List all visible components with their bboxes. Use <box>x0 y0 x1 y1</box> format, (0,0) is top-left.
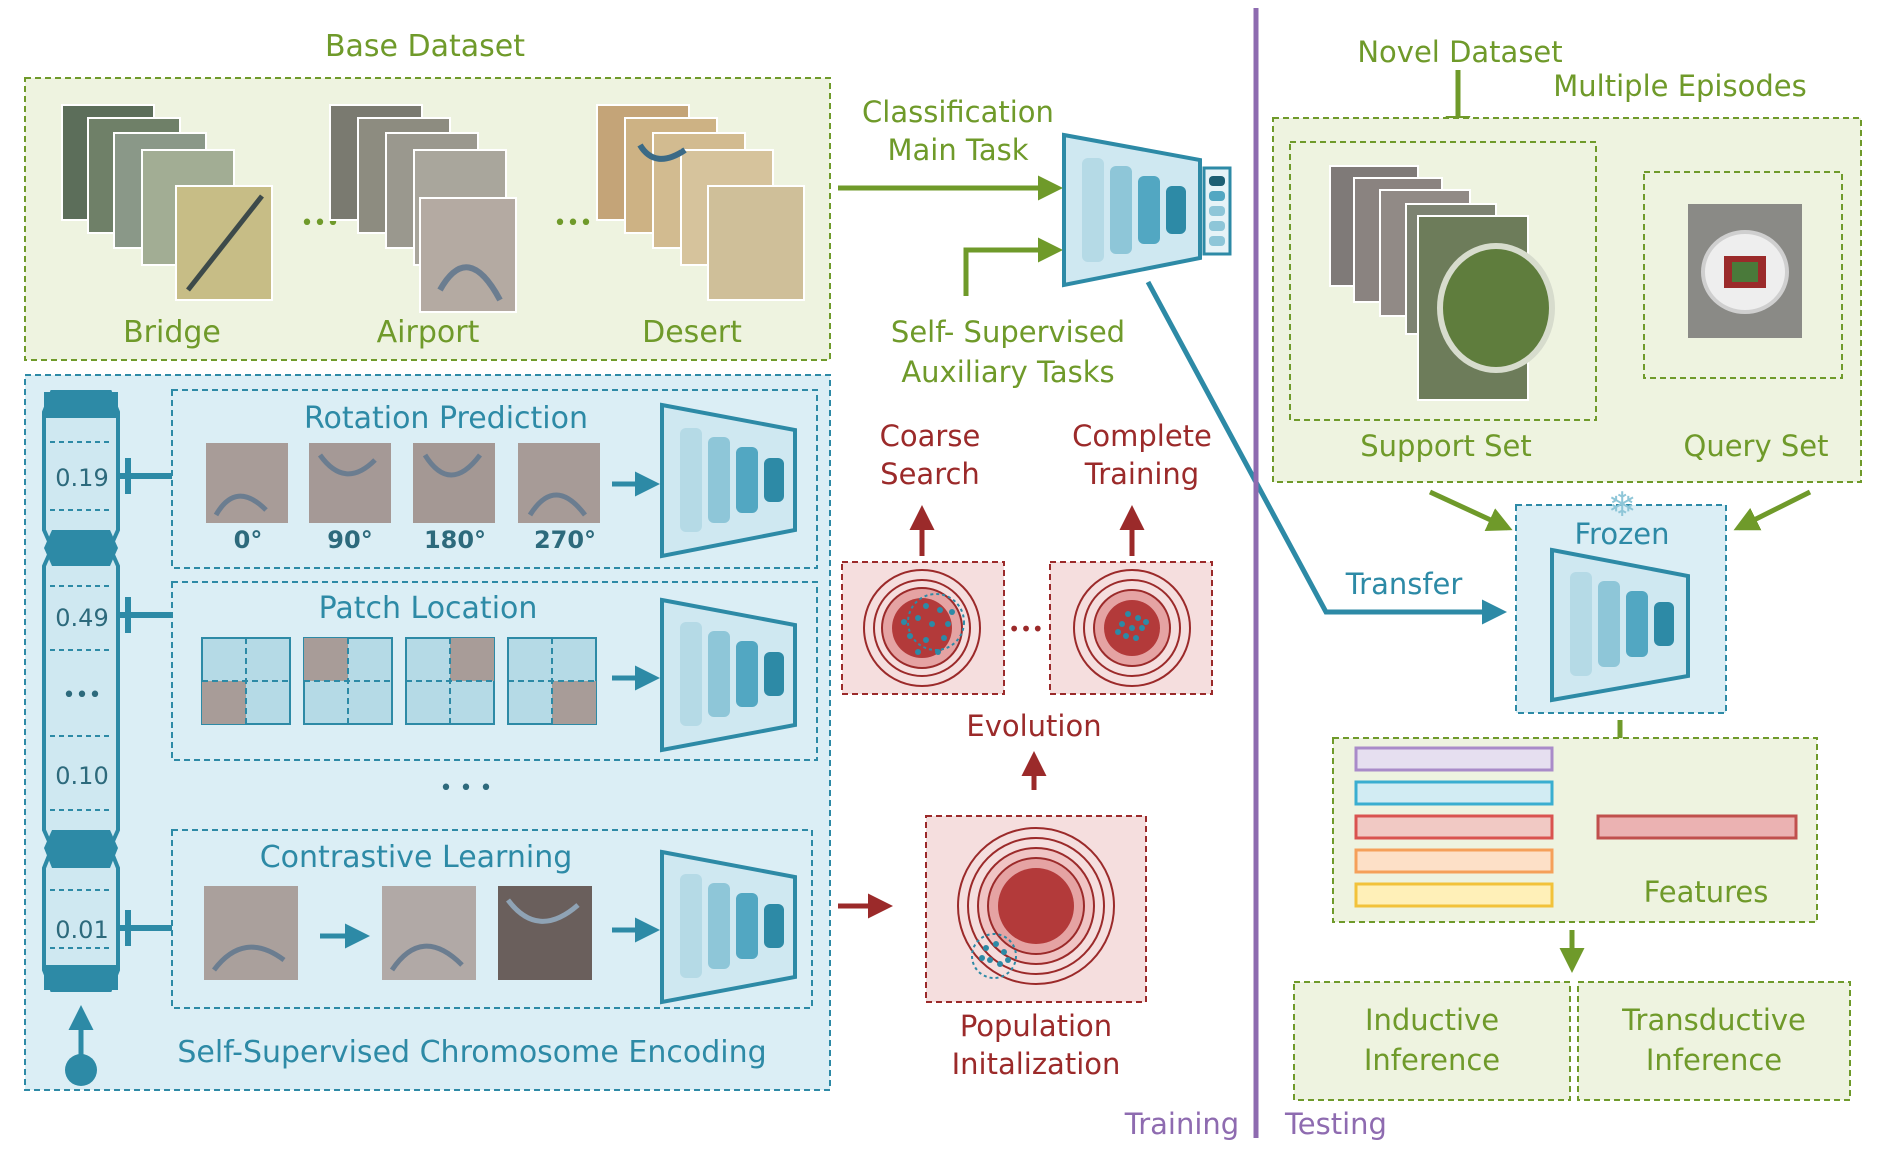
support-set-label: Support Set <box>1360 429 1531 463</box>
chromosome-caption: Self-Supervised Chromosome Encoding <box>177 1035 766 1070</box>
population-line1: Population <box>960 1009 1112 1043</box>
angle-180: 180° <box>424 526 486 554</box>
angle-270: 270° <box>534 526 596 554</box>
frozen-network-panel: ❄ Frozen <box>1515 485 1727 714</box>
inductive-line2: Inference <box>1364 1043 1500 1077</box>
population-target <box>925 815 1147 1003</box>
desert-image-stack <box>596 104 805 301</box>
label-desert: Desert <box>642 315 742 350</box>
label-airport: Airport <box>377 315 480 350</box>
complete-training-line2: Training <box>1084 457 1199 491</box>
frozen-label: Frozen <box>1574 517 1669 551</box>
patch-network-icon <box>660 597 797 753</box>
complete-training-target <box>1049 561 1213 695</box>
frozen-network-icon <box>1550 547 1690 703</box>
support-image-stack <box>1329 165 1555 401</box>
multiple-episodes-label: Multiple Episodes <box>1553 69 1806 103</box>
testing-label: Testing <box>1284 1107 1387 1141</box>
base-dataset-title: Base Dataset <box>325 29 525 64</box>
transfer-label: Transfer <box>1345 567 1463 601</box>
patch-grid-1 <box>201 637 291 725</box>
transductive-line2: Inference <box>1646 1043 1782 1077</box>
features-label: Features <box>1644 875 1769 909</box>
feature-bar-output <box>1596 814 1798 840</box>
aux-task-line2: Auxiliary Tasks <box>901 355 1114 389</box>
evolution-label: Evolution <box>966 709 1101 743</box>
coarse-search-target <box>841 561 1005 695</box>
rotation-title: Rotation Prediction <box>304 401 588 436</box>
novel-dataset-panel: Novel Dataset Multiple Episodes Support … <box>1272 35 1862 483</box>
features-panel: Features <box>1332 737 1818 923</box>
base-dataset-panel: Base Dataset ••• ••• <box>24 29 831 361</box>
patch-location-task: Patch Location <box>171 581 818 761</box>
patch-grid-4 <box>507 637 597 725</box>
rotation-network-icon <box>660 402 797 559</box>
patch-title: Patch Location <box>319 591 538 626</box>
transfer-arrow <box>1145 280 1507 625</box>
evolutionary-search: Coarse Search Complete Training ••• <box>838 419 1213 1081</box>
label-bridge: Bridge <box>123 315 221 350</box>
angle-90: 90° <box>327 526 372 554</box>
feature-bar-purple <box>1354 746 1554 772</box>
search-dots: ••• <box>1008 617 1043 641</box>
rotation-prediction-task: Rotation Prediction 0° 90° 180° 270° <box>171 389 818 569</box>
angle-0: 0° <box>234 526 263 554</box>
main-network-icon <box>1062 132 1232 288</box>
query-image <box>1688 204 1802 338</box>
aux-task-line1: Self- Supervised <box>891 315 1125 349</box>
bridge-image-stack <box>61 104 273 301</box>
main-task-line1: Classification <box>862 95 1054 129</box>
feature-bar-yellow <box>1354 882 1554 908</box>
feature-bar-orange <box>1354 848 1554 874</box>
contrastive-image-aug2 <box>498 886 592 980</box>
chromosome-value-2: 0.49 <box>55 604 108 632</box>
contrastive-network-icon <box>660 849 797 1005</box>
tasks-ellipsis: • • • <box>440 776 493 801</box>
coarse-search-line2: Search <box>880 457 980 491</box>
base-dots-2: ••• <box>554 211 593 236</box>
complete-training-line1: Complete <box>1072 419 1212 453</box>
population-line2: Initalization <box>952 1047 1121 1081</box>
chromosome-value-3: ••• <box>63 683 102 708</box>
inductive-inference-box: Inductive Inference <box>1293 981 1571 1101</box>
contrastive-learning-task: Contrastive Learning <box>171 829 813 1009</box>
feature-bar-blue <box>1354 780 1554 806</box>
patch-grid-3 <box>405 637 495 725</box>
chromosome-value-5: 0.01 <box>55 916 108 944</box>
airport-image-stack <box>329 104 517 313</box>
chromosome-bar <box>42 390 120 1086</box>
query-set-label: Query Set <box>1684 429 1829 463</box>
self-supervised-panel: 0.19 0.49 ••• 0.10 0.01 Rotation Predict… <box>24 374 831 1091</box>
feature-bar-red <box>1354 814 1554 840</box>
novel-dataset-title: Novel Dataset <box>1357 35 1562 69</box>
connector-contrastive <box>118 910 172 946</box>
aux-task-arrow <box>963 237 1063 296</box>
contrastive-title: Contrastive Learning <box>260 840 573 875</box>
inductive-line1: Inductive <box>1365 1003 1499 1037</box>
transductive-line1: Transductive <box>1621 1003 1806 1037</box>
training-label: Training <box>1124 1107 1239 1141</box>
support-to-frozen-arrow <box>1428 489 1513 531</box>
chromosome-value-4: 0.10 <box>55 762 108 790</box>
chromosome-value-1: 0.19 <box>55 464 108 492</box>
connector-rotation <box>118 458 172 494</box>
transductive-inference-box: Transductive Inference <box>1577 981 1851 1101</box>
connector-patch <box>118 597 172 633</box>
coarse-search-line1: Coarse <box>880 419 981 453</box>
task-labels: Classification Main Task Self- Supervise… <box>838 95 1125 389</box>
snowflake-icon: ❄ <box>1608 485 1637 525</box>
query-to-frozen-arrow <box>1733 489 1812 531</box>
patch-grid-2 <box>303 637 393 725</box>
main-task-line2: Main Task <box>887 133 1028 167</box>
